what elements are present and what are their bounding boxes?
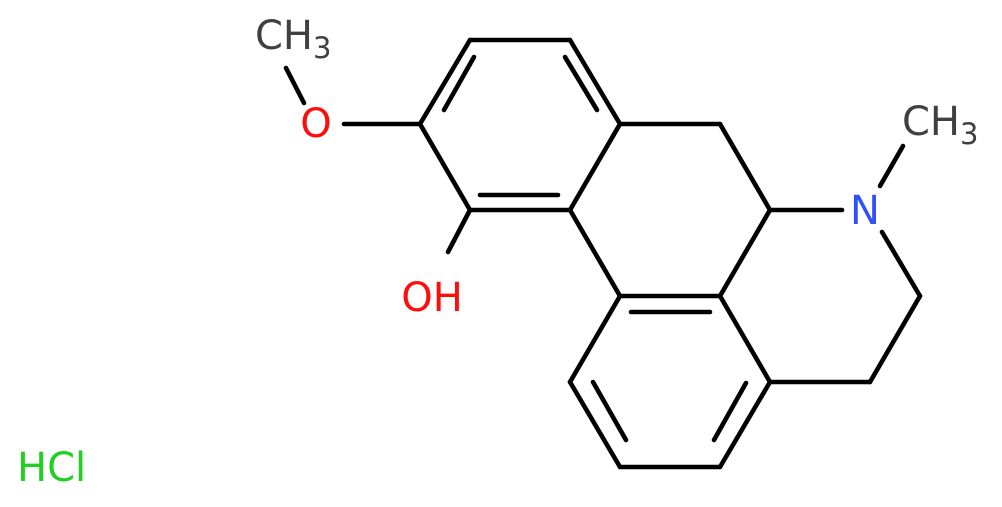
bond	[417, 37, 473, 127]
bond	[717, 121, 773, 213]
methyl-label-text: CH	[255, 13, 313, 59]
double-bond-inner	[441, 54, 477, 113]
methoxy-oxygen-label: O	[300, 101, 331, 147]
bond	[717, 379, 773, 470]
ring-c-bonds	[767, 143, 923, 385]
bond	[567, 293, 623, 385]
n-methyl-label-text: CH	[902, 99, 960, 145]
bond	[567, 121, 623, 213]
bond-n-ch3	[877, 143, 906, 189]
bond	[717, 293, 773, 385]
bond	[567, 37, 623, 127]
double-bond-inner	[711, 380, 749, 443]
bond	[417, 121, 473, 213]
ring-d-bonds	[567, 293, 773, 470]
bond-c-oh	[445, 207, 473, 255]
hydroxyl-label: OH	[401, 275, 463, 321]
ring-b-bonds	[567, 121, 773, 299]
counterion-label: HCl	[17, 445, 86, 491]
n-methyl-label: CH3	[902, 99, 978, 151]
bond-o-ch3	[283, 65, 307, 106]
bond-n-ch2	[879, 229, 923, 299]
bond	[867, 293, 923, 385]
methyl-label-subscript: 3	[313, 31, 331, 65]
ring-a-bonds	[417, 37, 623, 213]
methyl-label-top: CH3	[255, 13, 331, 65]
double-bond-inner	[590, 379, 629, 443]
nitrogen-label: N	[850, 188, 880, 234]
double-bond-inner	[562, 54, 600, 113]
substituent-bonds	[283, 65, 473, 255]
bond	[567, 207, 623, 299]
n-methyl-label-subscript: 3	[960, 117, 978, 151]
bond	[717, 207, 773, 299]
bond	[567, 379, 623, 470]
